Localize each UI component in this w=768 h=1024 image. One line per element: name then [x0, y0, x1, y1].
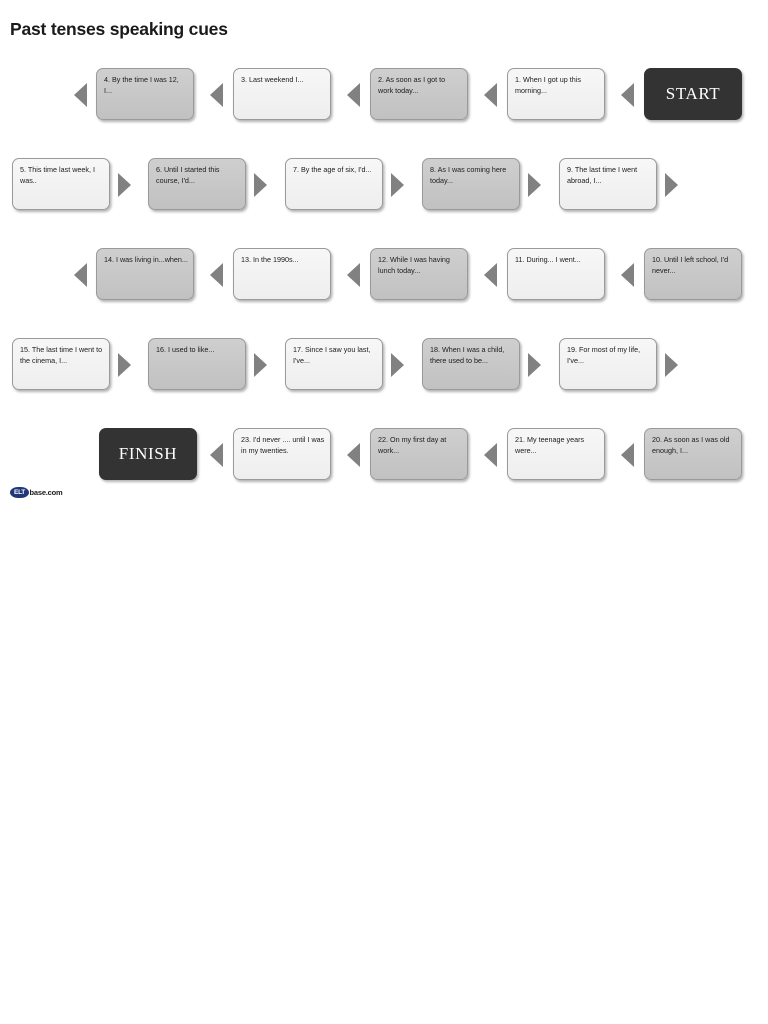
board-row-5: FINISH 23. I'd never .... until I was in…: [0, 415, 768, 505]
cue-card-8[interactable]: 8. As I was coming here today...: [422, 158, 520, 210]
arrow-right-icon: [665, 353, 678, 377]
cue-card-16[interactable]: 16. I used to like...: [148, 338, 246, 390]
cue-card-23[interactable]: 23. I'd never .... until I was in my twe…: [233, 428, 331, 480]
cue-card-13[interactable]: 13. In the 1990s...: [233, 248, 331, 300]
eltbase-logo-text: base.com: [29, 487, 63, 497]
cue-card-12[interactable]: 12. While I was having lunch today...: [370, 248, 468, 300]
cue-card-7[interactable]: 7. By the age of six, I'd...: [285, 158, 383, 210]
arrow-left-icon: [484, 443, 497, 467]
arrow-right-icon: [528, 353, 541, 377]
cue-card-2[interactable]: 2. As soon as I got to work today...: [370, 68, 468, 120]
start-block[interactable]: START: [644, 68, 742, 120]
cue-card-21[interactable]: 21. My teenage years were...: [507, 428, 605, 480]
cue-card-6[interactable]: 6. Until I started this course, I'd...: [148, 158, 246, 210]
arrow-right-icon: [254, 173, 267, 197]
page-title: Past tenses speaking cues: [10, 19, 228, 39]
cue-card-18[interactable]: 18. When I was a child, there used to be…: [422, 338, 520, 390]
arrow-left-icon: [347, 443, 360, 467]
arrow-right-icon: [391, 173, 404, 197]
arrow-left-icon: [210, 263, 223, 287]
cue-card-14[interactable]: 14. I was living in...when...: [96, 248, 194, 300]
cue-card-4[interactable]: 4. By the time I was 12, I...: [96, 68, 194, 120]
arrow-right-icon: [118, 353, 131, 377]
finish-block[interactable]: FINISH: [99, 428, 197, 480]
cue-card-11[interactable]: 11. During... I went...: [507, 248, 605, 300]
cue-card-15[interactable]: 15. The last time I went to the cinema, …: [12, 338, 110, 390]
cue-card-5[interactable]: 5. This time last week, I was..: [12, 158, 110, 210]
cue-card-1[interactable]: 1. When I got up this morning...: [507, 68, 605, 120]
cue-card-3[interactable]: 3. Last weekend I...: [233, 68, 331, 120]
cue-card-10[interactable]: 10. Until I left school, I'd never...: [644, 248, 742, 300]
cue-card-17[interactable]: 17. Since I saw you last, I've...: [285, 338, 383, 390]
arrow-left-icon: [621, 263, 634, 287]
arrow-left-icon: [621, 83, 634, 107]
arrow-right-icon: [254, 353, 267, 377]
arrow-right-icon: [665, 173, 678, 197]
cue-card-22[interactable]: 22. On my first day at work...: [370, 428, 468, 480]
eltbase-logo-mark: ELT: [10, 486, 29, 498]
arrow-left-icon: [347, 83, 360, 107]
eltbase-logo[interactable]: ELT base.com: [10, 486, 63, 498]
board-row-3: 14. I was living in...when... 13. In the…: [0, 235, 768, 325]
cue-card-19[interactable]: 19. For most of my life, I've...: [559, 338, 657, 390]
arrow-left-icon: [484, 83, 497, 107]
board-row-2: 5. This time last week, I was.. 6. Until…: [0, 145, 768, 235]
arrow-right-icon: [391, 353, 404, 377]
arrow-left-icon: [210, 83, 223, 107]
arrow-left-icon: [484, 263, 497, 287]
arrow-left-icon: [74, 263, 87, 287]
arrow-right-icon: [118, 173, 131, 197]
arrow-left-icon: [210, 443, 223, 467]
board-row-4: 15. The last time I went to the cinema, …: [0, 325, 768, 415]
arrow-left-icon: [621, 443, 634, 467]
cue-card-20[interactable]: 20. As soon as I was old enough, I...: [644, 428, 742, 480]
arrow-left-icon: [74, 83, 87, 107]
arrow-right-icon: [528, 173, 541, 197]
cue-card-9[interactable]: 9. The last time I went abroad, I...: [559, 158, 657, 210]
arrow-left-icon: [347, 263, 360, 287]
game-board: 4. By the time I was 12, I... 3. Last we…: [0, 55, 768, 505]
board-row-1: 4. By the time I was 12, I... 3. Last we…: [0, 55, 768, 145]
